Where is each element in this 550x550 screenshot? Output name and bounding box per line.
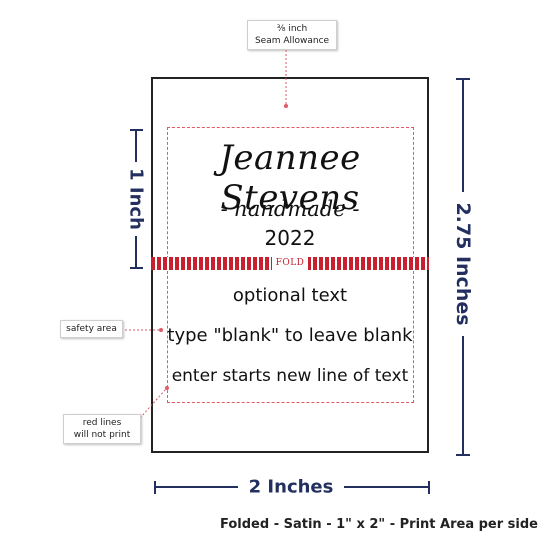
- total-height-label: 2.75 Inches: [452, 202, 474, 326]
- text-line-1: optional text: [232, 285, 348, 306]
- safety-area-label: safety area: [66, 324, 117, 334]
- seam-allowance-fraction: ⅜ inch: [276, 24, 308, 34]
- text-line-3: enter starts new line of text: [171, 366, 409, 386]
- tagline: - handmade -: [220, 197, 360, 221]
- year: 2022: [264, 226, 316, 250]
- one-inch-label: 1 Inch: [125, 168, 147, 230]
- seam-allowance-label: Seam Allowance: [254, 36, 330, 46]
- product-caption: Folded - Satin - 1" x 2" - Print Area pe…: [220, 517, 538, 532]
- red-lines-label-2: will not print: [73, 430, 131, 440]
- fold-label: FOLD: [272, 257, 308, 270]
- safety-area-callout: safety area: [60, 320, 123, 338]
- text-line-2: type "blank" to leave blank: [167, 325, 413, 346]
- red-lines-label-1: red lines: [82, 418, 122, 428]
- width-label: 2 Inches: [248, 476, 334, 498]
- maker-name: Jeannee Stevens: [219, 138, 361, 218]
- red-lines-callout: red lines will not print: [63, 414, 141, 444]
- seam-allowance-callout: ⅜ inch Seam Allowance: [247, 20, 337, 50]
